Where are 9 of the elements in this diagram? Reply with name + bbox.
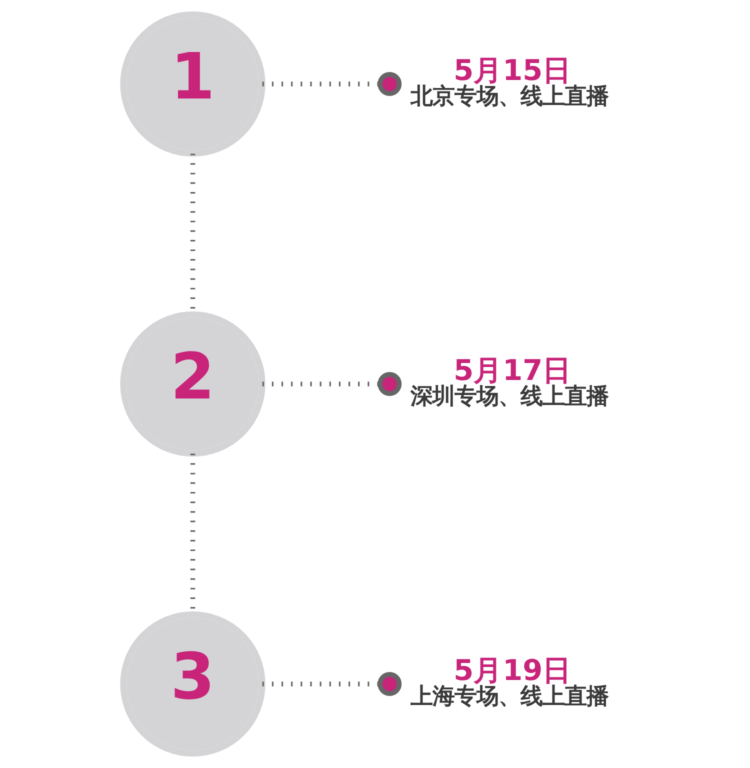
- node-circle: 2: [120, 311, 265, 457]
- connector: [262, 672, 402, 696]
- connector: [262, 372, 402, 396]
- node-text: 5月15日 北京专场、线上直播: [410, 52, 608, 110]
- connector: [262, 72, 402, 96]
- node-circle: 3: [120, 611, 265, 757]
- node-text: 5月17日 深圳专场、线上直播: [410, 352, 608, 410]
- node-circle: 1: [120, 11, 265, 157]
- node-text: 5月19日 上海专场、线上直播: [410, 652, 608, 710]
